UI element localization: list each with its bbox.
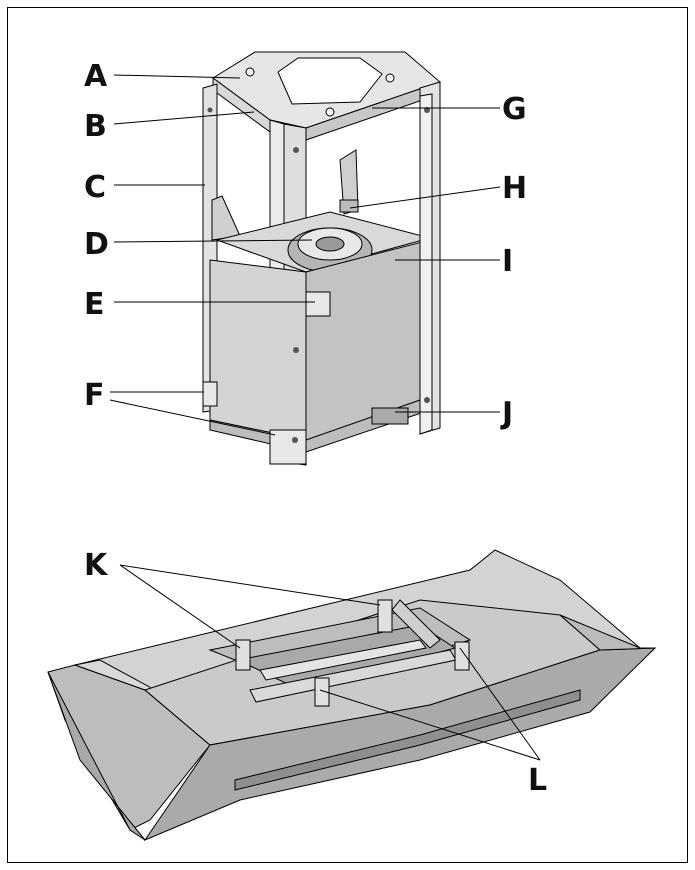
figure-border xyxy=(7,7,688,863)
canopy-drawing xyxy=(47,549,657,842)
callout-E-label: E xyxy=(84,287,105,322)
callout-L-label: L xyxy=(528,763,547,798)
callout-A: A xyxy=(84,59,241,94)
callout-F-label: F xyxy=(84,378,105,413)
callout-L: L xyxy=(319,647,547,798)
callout-C: C xyxy=(84,170,205,205)
callout-H-label: H xyxy=(502,171,527,206)
callout-A-label: A xyxy=(84,59,108,94)
callout-I: I xyxy=(395,244,513,279)
callout-G: G xyxy=(372,92,527,127)
callout-J-label: J xyxy=(500,396,513,431)
callout-H: H xyxy=(349,171,527,209)
callout-K: K xyxy=(84,548,381,649)
callout-B: B xyxy=(84,109,255,144)
callout-G-label: G xyxy=(502,92,527,127)
callout-B-label: B xyxy=(84,109,107,144)
callout-J: J xyxy=(395,396,513,431)
callout-C-label: C xyxy=(84,170,106,205)
callout-F: F xyxy=(84,378,276,436)
callout-I-label: I xyxy=(502,244,513,279)
housing-frame-drawing xyxy=(202,51,441,466)
callout-E: E xyxy=(84,287,315,322)
callout-D: D xyxy=(84,227,313,262)
callout-K-label: K xyxy=(84,548,109,583)
callout-D-label: D xyxy=(84,227,109,262)
